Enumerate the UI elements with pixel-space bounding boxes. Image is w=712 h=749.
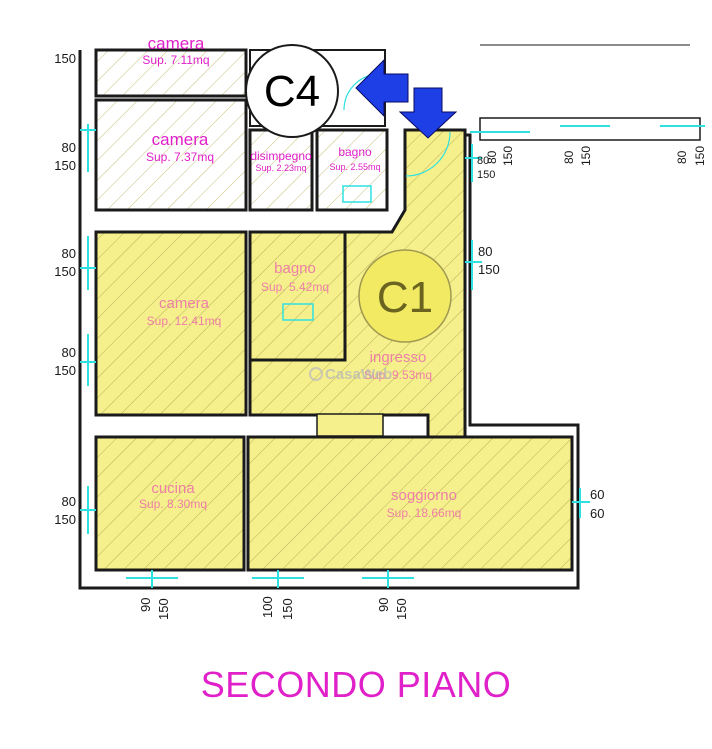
dim-label: 80 [478,244,492,259]
room-area-soggiorno: Sup. 18.66mq [387,506,462,520]
dim-label: 80 [485,150,499,164]
dim-label: 150 [54,264,76,279]
dim-label: 80 [675,150,689,164]
room-name-soggiorno: soggiorno [391,487,457,504]
left-arrow-icon [355,58,409,118]
windows [80,124,705,588]
room-name-bagno: bagno [274,260,316,277]
dimensions-bottom: 90 150 100 150 90 150 [138,596,409,620]
dimensions-right: 80 150 80 150 60 60 [477,155,604,521]
dim-label: 80 [62,246,76,261]
dimensions-left: 150 80 150 80 150 80 150 80 150 [54,51,76,527]
unit-c1-label: C1 [377,273,433,322]
dim-label: 150 [394,598,409,620]
room-name-camera-main: camera [159,295,210,312]
dim-label: 150 [54,512,76,527]
dim-label: 150 [579,146,593,166]
room-area-disimpegno: Sup. 2.23mq [255,163,306,173]
unit-c4-marker: C4 [245,44,339,138]
dim-label: 90 [138,598,153,612]
dim-label: 90 [376,598,391,612]
unit-c1-marker: C1 [358,249,452,343]
watermark-text: CasaWeb [325,366,392,383]
dim-label: 60 [590,487,604,502]
room-labels: camera Sup. 7.11mq camera Sup. 7.37mq di… [139,34,461,520]
room-area-camera-2: Sup. 7.37mq [146,150,214,164]
dim-label: 80 [62,494,76,509]
dim-label: 150 [54,363,76,378]
apartment-c1 [94,128,574,572]
dim-label: 150 [280,598,295,620]
room-name-cucina: cucina [151,480,195,497]
dim-label: 80 [62,140,76,155]
dim-label: 60 [590,506,604,521]
dim-label: 80 [562,150,576,164]
room-name-camera-2: camera [152,130,209,149]
room-area-camera-top: Sup. 7.11mq [142,53,209,67]
room-area-cucina: Sup. 8.30mq [139,497,207,511]
dim-label: 150 [478,262,500,277]
dim-label: 100 [260,596,275,618]
room-name-camera-top: camera [148,34,205,53]
outer-walls [78,44,701,590]
down-arrow-icon [398,87,458,139]
room-area-camera-main: Sup. 12.41mq [147,314,222,328]
dim-label: 150 [477,169,495,181]
dim-label: 150 [156,598,171,620]
room-area-ingresso: Sup. 9.53mq [364,368,432,382]
room-area-bagno: Sup. 5.42mq [261,280,329,294]
room-name-bagno-small: bagno [338,145,372,159]
dim-label: 150 [501,146,515,166]
dim-label: 80 [62,345,76,360]
dim-label: 80 [477,155,489,167]
room-name-ingresso: ingresso [370,349,427,366]
dim-label: 150 [693,146,707,166]
dimensions-top-right: 80 150 80 150 80 150 [485,146,707,166]
upper-rooms [94,48,389,212]
unit-c4-label: C4 [264,67,320,116]
floor-title: SECONDO PIANO [200,664,512,705]
room-area-bagno-small: Sup. 2.55mq [329,162,380,172]
dim-label: 150 [54,51,76,66]
watermark: CasaWeb [309,366,392,383]
entrance-arrows [355,58,458,139]
room-name-disimpegno: disimpegno [250,149,312,163]
dim-label: 150 [54,158,76,173]
